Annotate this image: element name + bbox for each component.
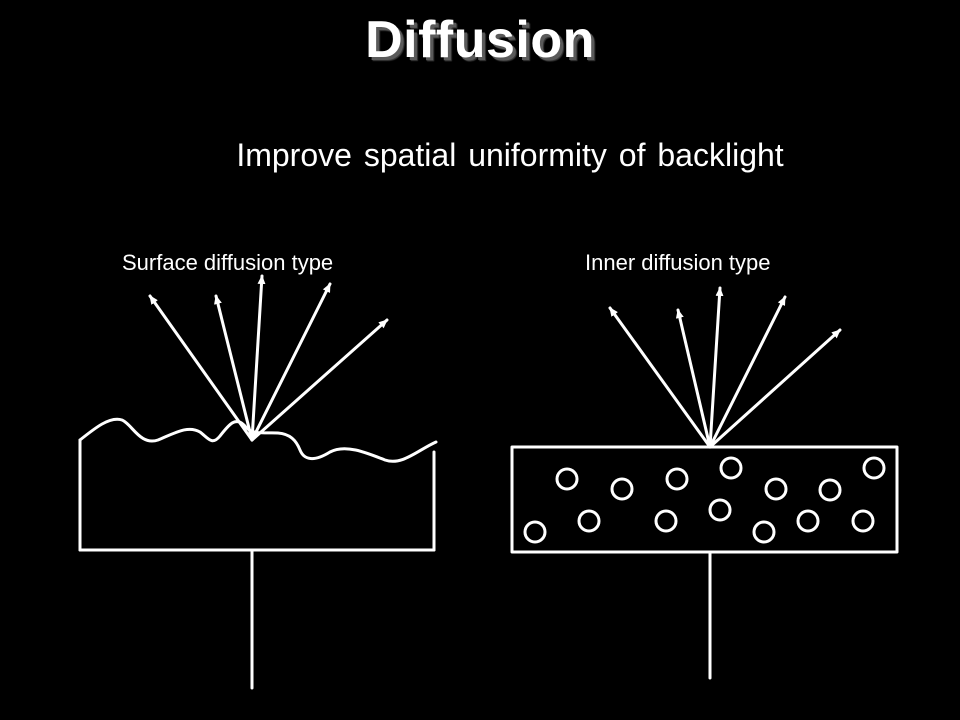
right-diffused-ray-4 [708, 295, 787, 449]
right-diffused-ray-1 [608, 306, 712, 449]
diffusion-particle [862, 456, 886, 480]
inner-diffusion-group [510, 286, 899, 680]
slide-subtitle: Improve spatial uniformity of backlight [236, 137, 784, 173]
surface-diffusion-group [78, 274, 438, 690]
diffusion-particle [610, 477, 634, 501]
left-diffused-ray-4 [250, 282, 332, 442]
diffusion-particle [665, 467, 689, 491]
left-diffused-ray-3 [250, 274, 266, 442]
diffusion-particle [654, 509, 678, 533]
left-diffused-ray-1 [148, 294, 254, 442]
left-diffused-ray-5 [250, 318, 389, 442]
inner-diffusion-label: Inner diffusion type [585, 250, 771, 275]
diffusion-particle [719, 456, 743, 480]
left-diffused-ray-2 [214, 294, 254, 442]
diffusion-particle [523, 520, 547, 544]
diffusion-particle [577, 509, 601, 533]
diffusion-particle [796, 509, 820, 533]
right-diffused-ray-2 [675, 308, 712, 449]
right-diffused-ray-5 [708, 328, 842, 449]
diffusion-particle [555, 467, 579, 491]
diffusion-particle [764, 477, 788, 501]
diffusion-particle [851, 509, 875, 533]
diffuser-plate [510, 445, 899, 554]
right-diffused-ray-3 [708, 286, 724, 449]
diffusion-particle [818, 478, 842, 502]
diffusion-particle [708, 498, 732, 522]
rough-surface-line [78, 417, 438, 463]
diffusion-particle [752, 520, 776, 544]
slide-title: Diffusion [365, 11, 595, 69]
surface-diffusion-label: Surface diffusion type [122, 250, 334, 275]
